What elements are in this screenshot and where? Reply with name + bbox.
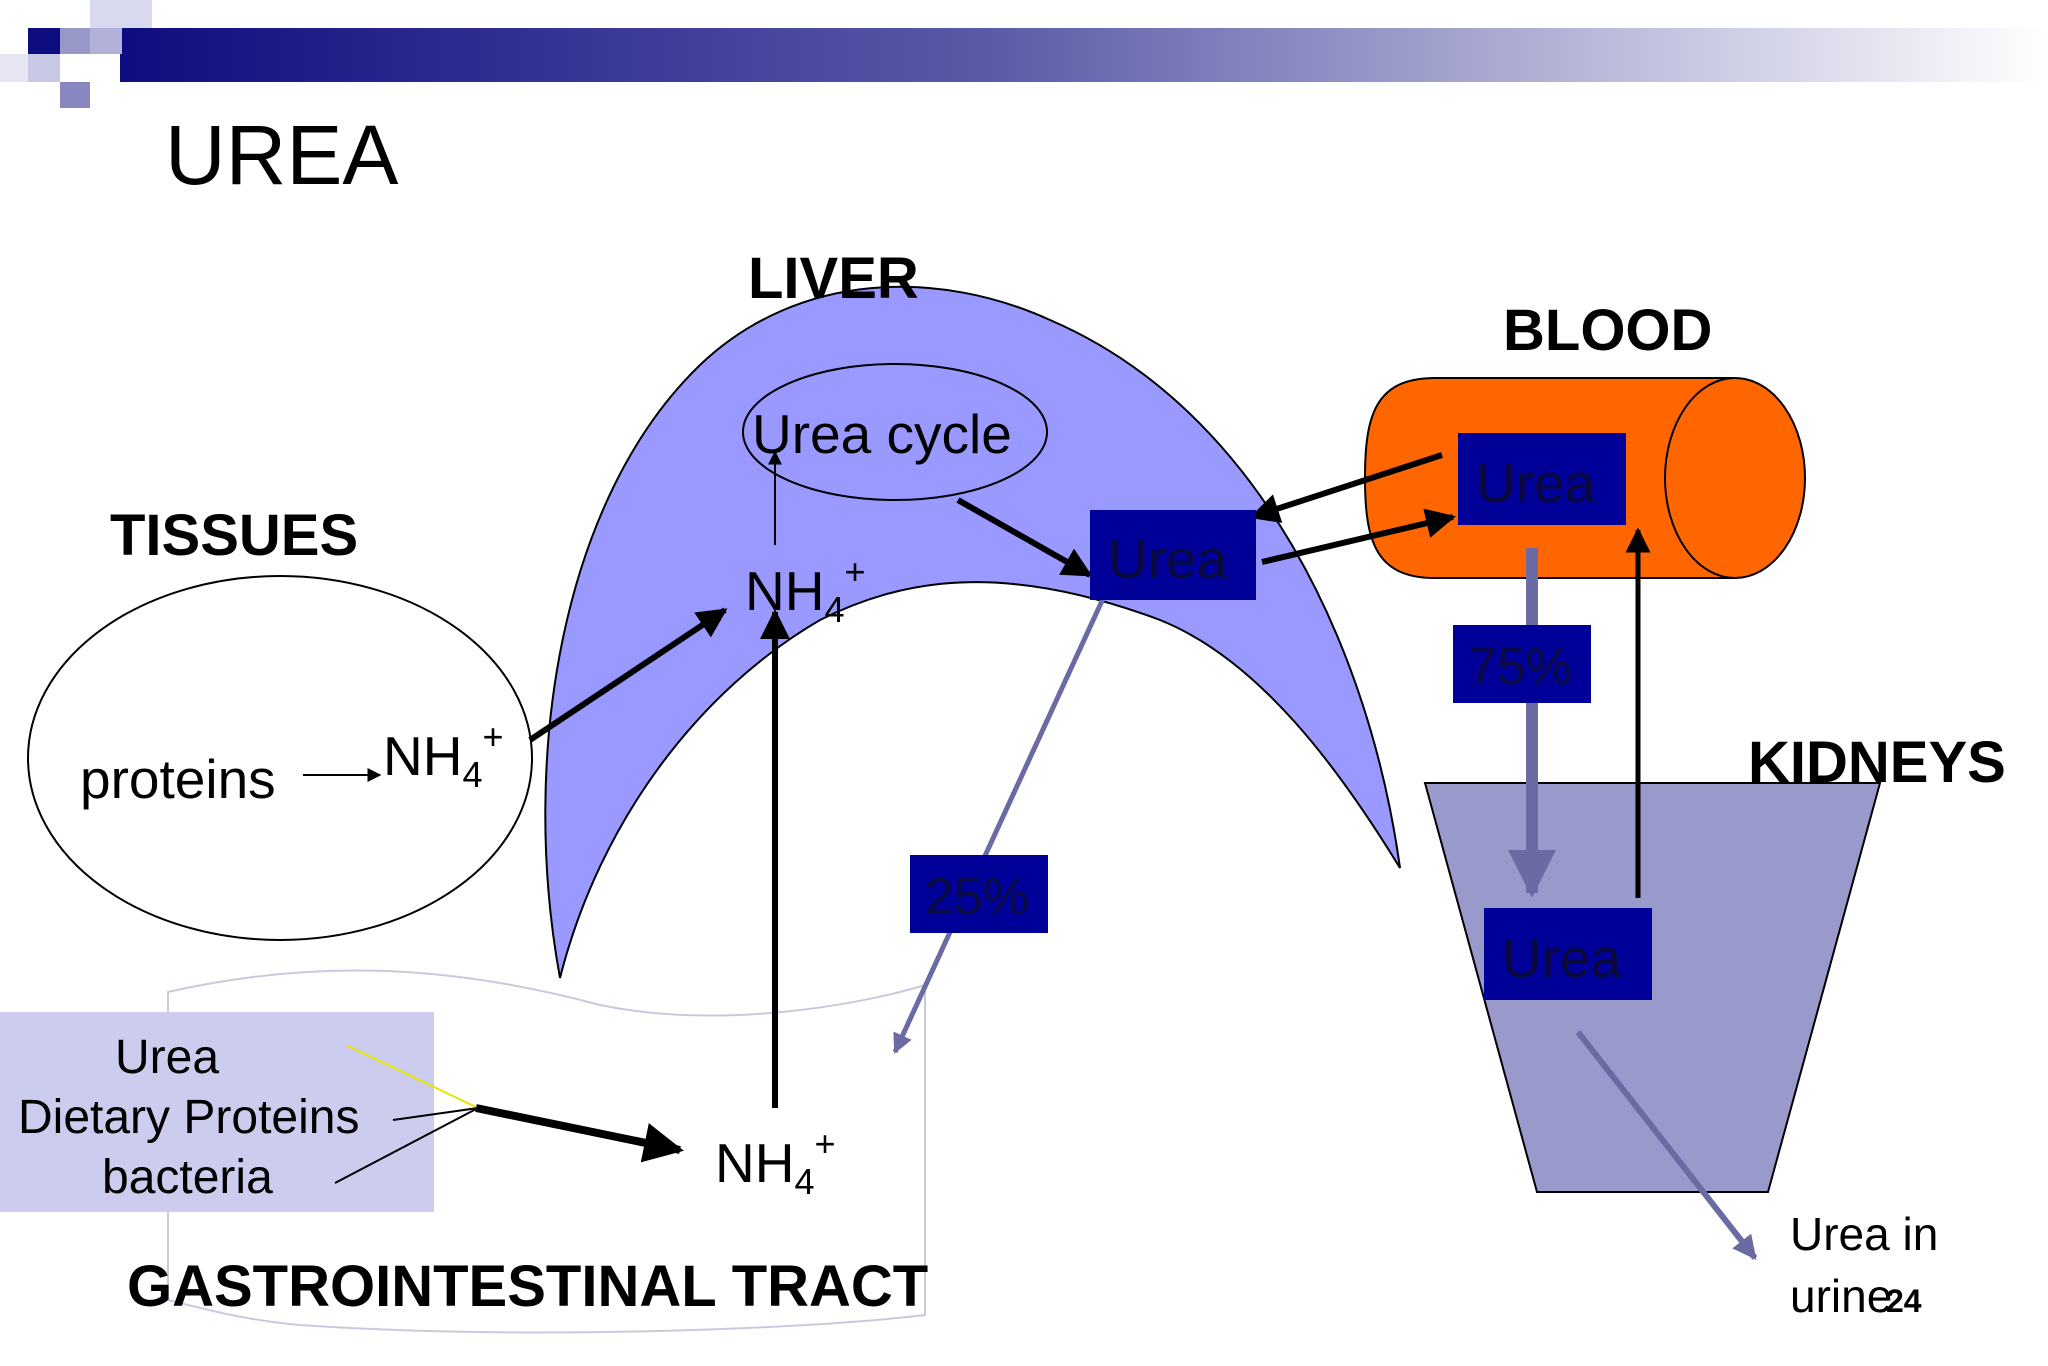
arrow-tissues-to-liver — [528, 607, 728, 743]
gi-pointer-urea — [347, 1045, 479, 1109]
gi-source-urea: Urea — [115, 1031, 219, 1084]
region-label-gi-tract: GASTROINTESTINAL TRACT — [127, 1254, 928, 1319]
urea-box-kidney: Urea — [1484, 908, 1652, 1000]
urea-box-liver: Urea — [1090, 510, 1256, 600]
gi-pointer-proteins — [392, 1107, 479, 1121]
arrow-blood-to-liver — [1249, 452, 1443, 523]
urea-box-blood: Urea — [1458, 433, 1626, 525]
gi-pointer-bacteria — [334, 1107, 479, 1184]
arrow-liver-to-gi-25 — [892, 588, 1110, 1054]
percent-box-25: 25% — [910, 855, 1048, 933]
region-label-blood: BLOOD — [1503, 298, 1712, 363]
nh4-liver: NH4+ — [745, 551, 866, 630]
arrow-liver-to-blood — [1261, 508, 1456, 565]
urea-cycle-label: Urea cycle — [752, 403, 1012, 465]
header-bar — [0, 0, 2048, 108]
svg-text:Urea: Urea — [1502, 927, 1622, 989]
slide-title: UREA — [165, 108, 398, 202]
region-label-liver: LIVER — [748, 246, 919, 311]
svg-text:75%: 75% — [1468, 638, 1572, 696]
region-label-kidneys: KIDNEYS — [1748, 730, 2006, 795]
urine-label-line1: Urea in — [1790, 1208, 1938, 1260]
svg-text:25%: 25% — [925, 868, 1029, 926]
arrow-sources-to-nh4 — [475, 1104, 684, 1163]
proteins-label: proteins — [80, 748, 276, 810]
svg-text:Urea: Urea — [1108, 528, 1228, 590]
arrow-kidney-to-urine — [1575, 1030, 1758, 1260]
svg-text:Urea: Urea — [1476, 452, 1596, 514]
urea-cycle-ellipse — [742, 363, 1048, 501]
arrow-cycle-to-urea — [956, 497, 1093, 578]
nh4-tissues: NH4+ — [383, 716, 504, 795]
gi-source-dietary-proteins: Dietary Proteins — [18, 1091, 359, 1144]
gi-source-bacteria: bacteria — [102, 1151, 273, 1204]
page-number: 24 — [1886, 1283, 1922, 1319]
tissues-ellipse — [27, 575, 533, 941]
gi-sources-box: Urea Dietary Proteins bacteria — [0, 1012, 434, 1212]
liver-shape — [544, 285, 1401, 979]
percent-box-75: 75% — [1453, 625, 1591, 703]
region-label-tissues: TISSUES — [110, 503, 358, 568]
urine-label-line2: urine — [1790, 1270, 1892, 1322]
nh4-gi: NH4+ — [715, 1123, 836, 1202]
